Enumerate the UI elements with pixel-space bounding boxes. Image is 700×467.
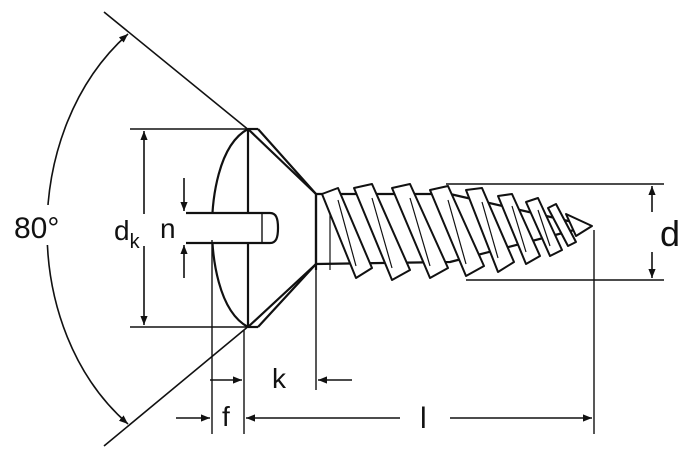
head-cone-lower [247,263,317,328]
head-cone-upper [247,128,317,195]
thread-tip [565,213,593,237]
angle-label-bg [10,205,82,245]
angle-ray-upper [103,11,251,132]
thread-flights [321,183,593,281]
head-diameter-label: dk [114,215,141,253]
slot-width-label: n [160,213,176,244]
extension-lines [211,230,595,434]
head-diameter-main: d [114,215,130,246]
dk-dimension [130,128,248,328]
raised-height-label: f [222,401,230,432]
head-cone [257,128,317,328]
head-diameter-subscript: k [130,231,141,253]
angle-ray-lower [103,324,251,447]
thread-diameter-label: d [660,213,680,254]
angle-label: 80° [14,212,59,245]
thread-flight [547,203,577,247]
head-height-label: k [272,363,287,394]
head-slot [186,211,280,245]
d-dimension [446,183,664,281]
length-label: l [420,402,427,435]
